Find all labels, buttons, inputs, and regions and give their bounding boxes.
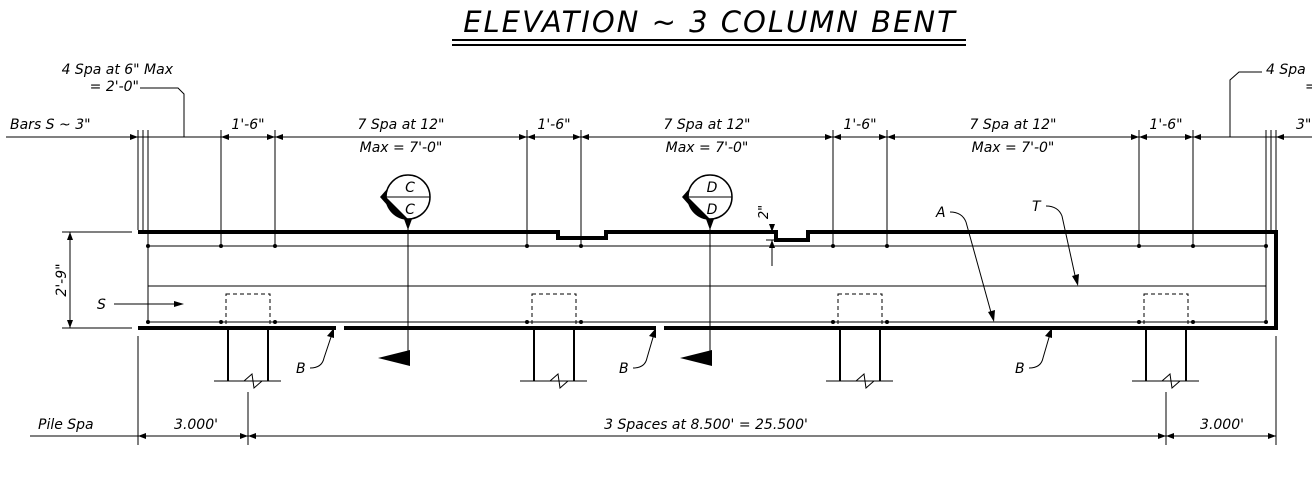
section-d-top: D — [707, 180, 718, 196]
bar-b-leader-2 — [632, 333, 655, 369]
pile-embedments — [225, 293, 1189, 329]
cap-beam-outline — [138, 230, 1278, 330]
bar-a-label: A — [935, 205, 946, 221]
pile-4 — [1132, 330, 1199, 389]
bar-b-label-1: B — [296, 361, 306, 377]
drawing-title: ELEVATION ~ 3 COLUMN BENT — [463, 5, 957, 39]
end-spacing-right-leader — [1229, 71, 1262, 137]
bar-t-label: T — [1032, 199, 1042, 215]
reinforcement-bars — [147, 245, 1267, 323]
bar-t-leader — [1045, 205, 1077, 281]
col-width-label-1: 1'-6" — [231, 117, 264, 133]
col-width-label-3: 1'-6" — [843, 117, 876, 133]
span1-spacing-line2: Max = 7'-0" — [360, 140, 443, 156]
step-label: 2" — [757, 205, 772, 219]
section-d-bottom: D — [707, 202, 718, 218]
top-dimension-line — [6, 130, 1312, 246]
bar-b-leader-3 — [1028, 333, 1051, 369]
bar-b-leader-1 — [309, 333, 333, 369]
span1-spacing-line1: 7 Spa at 12" — [358, 117, 445, 133]
span3-spacing-line2: Max = 7'-0" — [972, 140, 1055, 156]
end-spacing-right-line2: = — [1305, 79, 1312, 95]
end-spacing-left-line2: = 2'-0" — [90, 79, 139, 95]
span3-spacing-line1: 7 Spa at 12" — [970, 117, 1057, 133]
section-marker-c — [378, 174, 431, 366]
pile-2 — [520, 330, 587, 389]
bars-s-label: Bars S ~ 3" — [10, 117, 91, 133]
bars-s-right-label: 3" — [1296, 117, 1311, 133]
pile-spacing-middle: 3 Spaces at 8.500' = 25.500' — [604, 417, 808, 433]
bar-s-label: S — [97, 297, 106, 313]
bar-b-label-3: B — [1015, 361, 1025, 377]
pile-spacing-left: 3.000' — [174, 417, 218, 433]
end-spacing-right-line1: 4 Spa — [1266, 62, 1306, 78]
depth-dimension — [62, 231, 132, 329]
section-c-top: C — [405, 180, 415, 196]
span2-spacing-line2: Max = 7'-0" — [666, 140, 749, 156]
pile-3 — [826, 330, 893, 389]
step-dimension — [766, 224, 778, 266]
col-width-label-4: 1'-6" — [1149, 117, 1182, 133]
section-c-bottom: C — [405, 202, 415, 218]
end-spacing-left-line1: 4 Spa at 6" Max — [62, 62, 174, 78]
span2-spacing-line1: 7 Spa at 12" — [664, 117, 751, 133]
pile-spa-label: Pile Spa — [38, 417, 94, 433]
col-width-label-2: 1'-6" — [537, 117, 570, 133]
piles — [214, 330, 1199, 389]
depth-label: 2'-9" — [54, 263, 70, 296]
bottom-dimension-line — [30, 336, 1277, 445]
end-spacing-left-leader — [140, 87, 185, 137]
pile-1 — [214, 330, 281, 389]
bar-dots — [146, 244, 1268, 324]
bar-a-leader — [949, 211, 993, 317]
pile-spacing-right: 3.000' — [1200, 417, 1244, 433]
bar-b-label-2: B — [619, 361, 629, 377]
section-marker-d — [680, 174, 733, 366]
